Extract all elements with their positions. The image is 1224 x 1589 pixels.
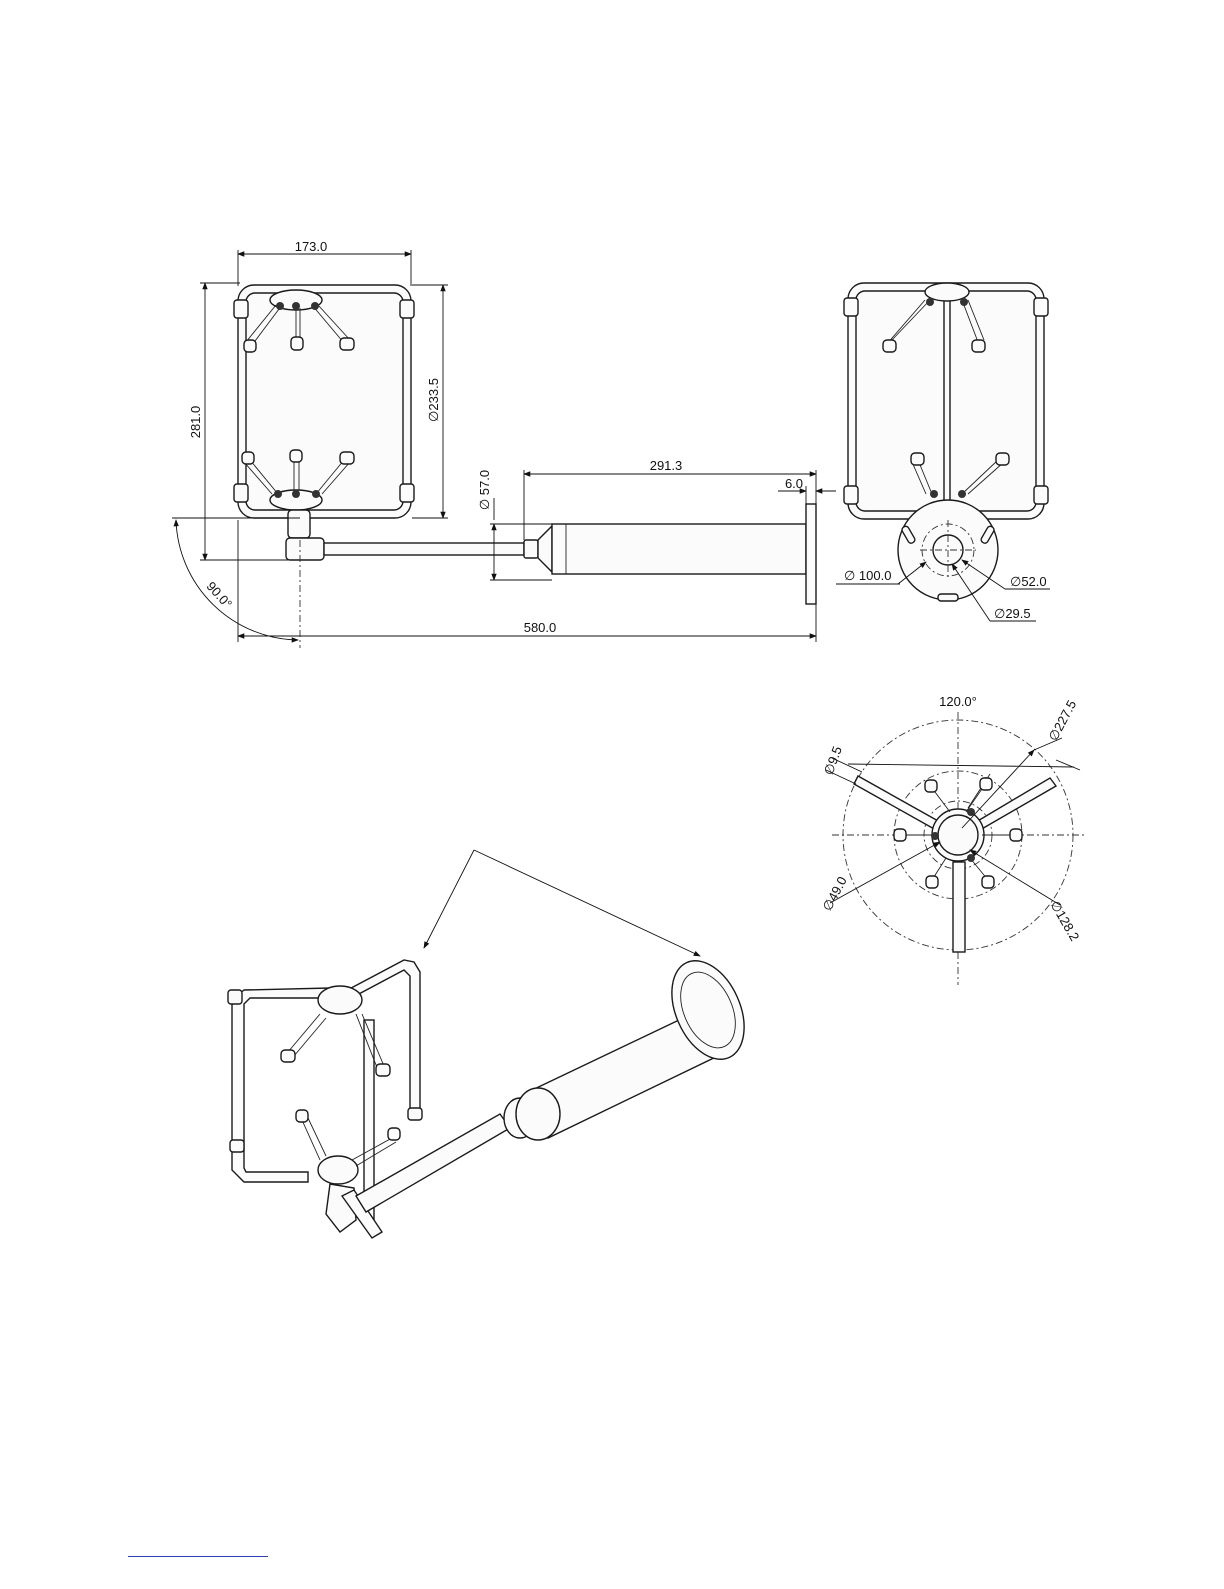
dim-angle-side: 90.0° <box>204 579 236 612</box>
iso-lower-hub <box>318 1156 358 1184</box>
top-view <box>832 712 1085 985</box>
top-view-hub <box>932 809 984 861</box>
end-frame-outer <box>848 283 1044 519</box>
dim-flange-diameter: ∅ 100.0 <box>844 568 891 583</box>
dim-transducer-circle: ∅128.2 <box>1047 898 1082 943</box>
iso-upper-hub <box>318 986 362 1014</box>
mounting-flange <box>806 504 816 604</box>
dim-outer-diameter: ∅227.5 <box>1045 698 1079 744</box>
dim-frame-diameter: ∅233.5 <box>426 378 441 422</box>
iso-boom <box>356 1114 510 1212</box>
isometric-view <box>228 850 758 1238</box>
dim-hub-diameter: ∅49.0 <box>819 874 849 913</box>
side-view <box>234 285 816 648</box>
dim-angle-top: 120.0° <box>939 694 977 709</box>
end-view <box>844 283 1048 601</box>
footer-link-underline <box>128 1556 268 1557</box>
dim-total-length: 580.0 <box>524 620 557 635</box>
callout-arrow-flange <box>474 850 700 956</box>
dim-center-hole: ∅29.5 <box>994 606 1031 621</box>
dim-flange-thickness: 6.0 <box>785 476 803 491</box>
dim-boom-diameter: ∅ 57.0 <box>477 470 492 510</box>
dim-bolt-circle: ∅52.0 <box>1010 574 1047 589</box>
electronics-housing <box>552 524 806 574</box>
boom-elbow <box>286 538 324 560</box>
dim-height-side: 281.0 <box>188 406 203 439</box>
dim-arm-diameter: ∅9.5 <box>821 744 845 777</box>
callout-arrow-frame <box>424 850 474 948</box>
dim-boom-length: 291.3 <box>650 458 683 473</box>
dim-width-top: 173.0 <box>295 239 328 254</box>
